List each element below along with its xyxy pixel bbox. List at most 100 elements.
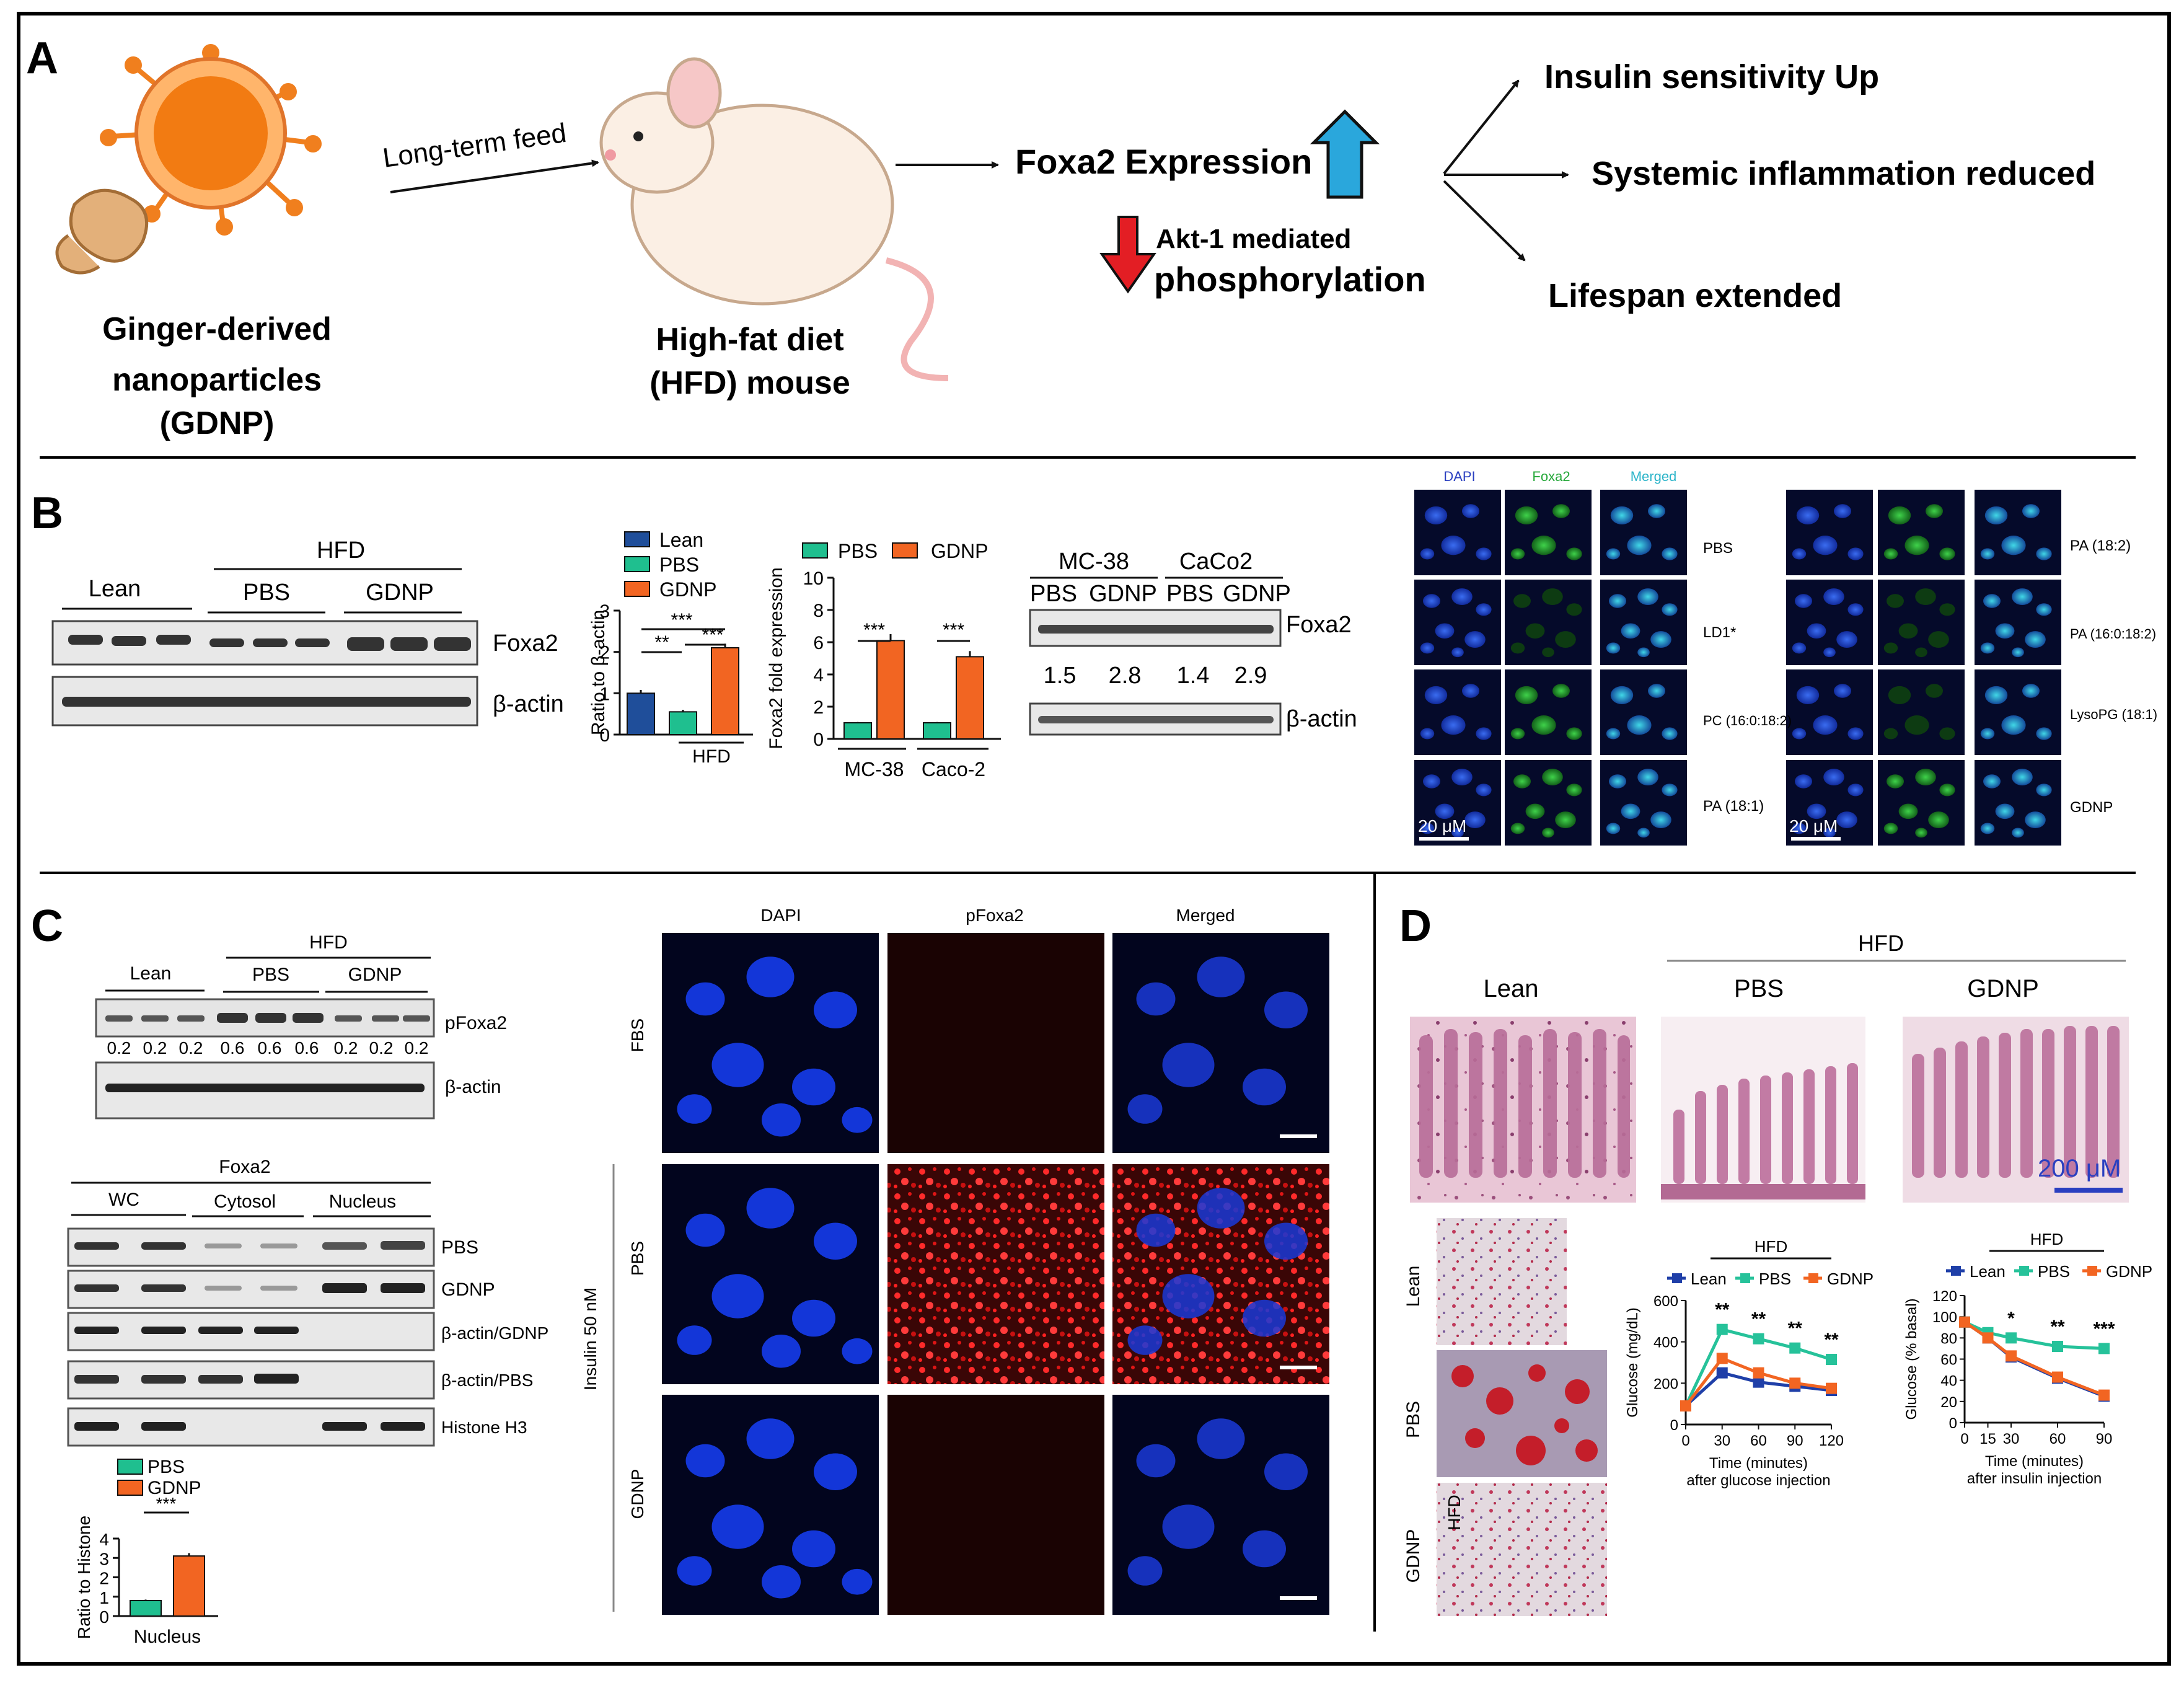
cell (1510, 728, 1525, 740)
x-axis-label: HFD (692, 746, 731, 767)
nucleus (814, 991, 857, 1028)
panel-a: A Ginger-derived nanoparticles (GDNP) Lo… (26, 33, 2095, 441)
cell (1926, 684, 1943, 698)
cell (1525, 803, 1545, 819)
cell (1662, 727, 1678, 740)
nucleus (792, 1530, 835, 1568)
legend-label: PBS (148, 1457, 185, 1477)
c-blot2-nucleus: Nucleus (329, 1191, 396, 1212)
cell (1650, 811, 1671, 829)
y-tick-label: 0 (1670, 1417, 1678, 1434)
data-point (1716, 1367, 1728, 1379)
x-tick-label: 15 (1979, 1431, 1996, 1447)
scale-bar (1280, 1596, 1317, 1600)
y-axis-label: Ratio to Histone (74, 1516, 94, 1639)
cell (1888, 506, 1911, 524)
d-oil-lean: Lean (1403, 1266, 1424, 1307)
y-tick-label: 40 (1940, 1373, 1957, 1390)
y-tick-label: 0 (99, 1607, 109, 1627)
x-tick-label: 60 (1750, 1433, 1767, 1449)
scale-bar (1791, 837, 1841, 841)
d-oil-hfd-overlay: HFD (1445, 1495, 1464, 1531)
nucleus (1136, 982, 1176, 1016)
b-blot-1: HFD Lean PBS GDNP Foxa2 β-actin (51, 537, 564, 727)
c-blot1-val1: 0.2 (107, 1038, 131, 1058)
cell (1883, 823, 1898, 834)
cell (2012, 647, 2024, 658)
feed-label: Long-term feed (381, 118, 568, 174)
y-tick-label: 1 (599, 684, 610, 704)
data-point (2098, 1389, 2110, 1401)
b-blot2-actin: β-actin (1286, 706, 1357, 732)
nucleus (677, 1325, 712, 1355)
nucleus (711, 1274, 764, 1319)
cell (1606, 728, 1621, 740)
c-blot1-val2: 0.2 (143, 1038, 167, 1058)
nucleus (842, 1107, 873, 1133)
cell (1610, 506, 1634, 524)
x-tick-label: Caco-2 (922, 758, 985, 780)
outcome-inflammation: Systemic inflammation reduced (1592, 155, 2095, 192)
nucleus (1264, 1453, 1308, 1490)
outcome-arrow-1 (1443, 79, 1520, 175)
cell (1980, 728, 1995, 740)
y-tick-label: 2 (813, 697, 824, 718)
legend-swatch (1808, 1273, 1818, 1283)
x-tick-label: 0 (1960, 1431, 1968, 1447)
c-blot1-val5: 0.6 (258, 1038, 282, 1058)
nucleus (711, 1504, 764, 1549)
nucleus (792, 1299, 835, 1337)
nucleus (842, 1338, 873, 1364)
c-blot1-lean: Lean (130, 963, 172, 984)
data-point (1753, 1367, 1764, 1379)
b-blot2-lane1: PBS (1030, 581, 1077, 607)
cell (1476, 784, 1492, 797)
micro-tile (887, 1395, 1104, 1615)
cell (1983, 774, 2001, 788)
cell (1621, 623, 1640, 639)
b-blot1-actin: β-actin (493, 691, 564, 717)
micro-tile (1600, 669, 1687, 755)
cell (2022, 684, 2040, 698)
b-micro-row-l4: PA (18:1) (1703, 798, 1764, 815)
c-blot1-val9: 0.2 (405, 1038, 429, 1058)
legend-label: GDNP (1827, 1270, 1874, 1288)
micro-tile (887, 1164, 1104, 1384)
b-micro-row-l1: PBS (1703, 540, 1733, 557)
y-tick-label: 0 (599, 725, 610, 746)
data-point (2006, 1350, 2017, 1362)
data-point (1716, 1353, 1728, 1364)
x-tick-label: 120 (1819, 1433, 1844, 1449)
y-tick-label: 1 (99, 1588, 109, 1607)
cell (1542, 588, 1563, 606)
cell (1823, 828, 1836, 838)
data-point (1959, 1316, 1970, 1328)
cell (1834, 504, 1851, 518)
nucleus (1264, 1222, 1308, 1260)
cell (1807, 803, 1826, 819)
cell (1836, 811, 1857, 829)
nucleus (762, 1103, 801, 1137)
cell (1566, 784, 1582, 797)
b-blot2-lane3: PBS (1166, 581, 1213, 607)
y-tick-label: 2 (99, 1569, 109, 1588)
scale-bar (1280, 1134, 1317, 1138)
c-blot1-actin: β-actin (445, 1077, 501, 1097)
nucleus (1127, 1094, 1163, 1124)
y-tick-label: 200 (1653, 1376, 1678, 1392)
d-histo-scale: 200 μM (2038, 1155, 2121, 1182)
cell (1898, 803, 1918, 819)
cell (1552, 684, 1570, 698)
cell (1451, 588, 1473, 606)
cell (1904, 536, 1929, 555)
y-tick-label: 6 (813, 633, 824, 653)
legend-label: PBS (659, 554, 699, 576)
y-tick-label: 600 (1653, 1293, 1678, 1310)
legend-label: GDNP (2106, 1262, 2152, 1281)
b-blot2-mc38: MC-38 (1059, 549, 1129, 575)
x-axis-label: Time (minutes) (1985, 1453, 2084, 1470)
legend-swatch (892, 542, 918, 559)
cell (1542, 828, 1554, 838)
d-oil-gdnp: GDNP (1403, 1529, 1424, 1583)
